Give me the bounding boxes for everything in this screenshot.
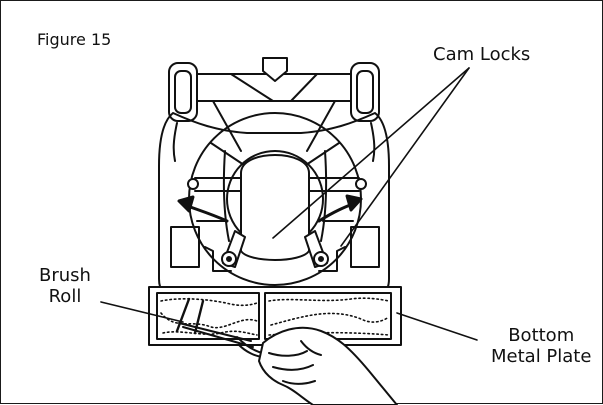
- base-body: [158, 112, 390, 298]
- label-bottom-metal-plate: Bottom Metal Plate: [491, 325, 592, 367]
- label-cam-locks: Cam Locks: [433, 44, 531, 65]
- hand-illustration: [258, 326, 398, 405]
- axle-bracket: [196, 57, 352, 152]
- label-brush-roll-line1: Brush: [39, 265, 91, 286]
- rear-wheels: [168, 62, 380, 122]
- leader-lines: [100, 67, 478, 341]
- cam-lock-right: [304, 230, 329, 268]
- label-bottom-plate-line1: Bottom: [508, 325, 575, 346]
- hose-channel: [240, 154, 310, 261]
- rotation-arrows: [177, 194, 363, 223]
- label-brush-roll-line2: Roll: [48, 285, 82, 307]
- side-pads: [170, 226, 380, 272]
- figure-number: Figure 15: [37, 30, 112, 49]
- label-brush-roll: Brush Roll: [39, 265, 91, 307]
- label-bottom-plate-line2: Metal Plate: [491, 345, 592, 367]
- cam-lock-left: [221, 230, 246, 268]
